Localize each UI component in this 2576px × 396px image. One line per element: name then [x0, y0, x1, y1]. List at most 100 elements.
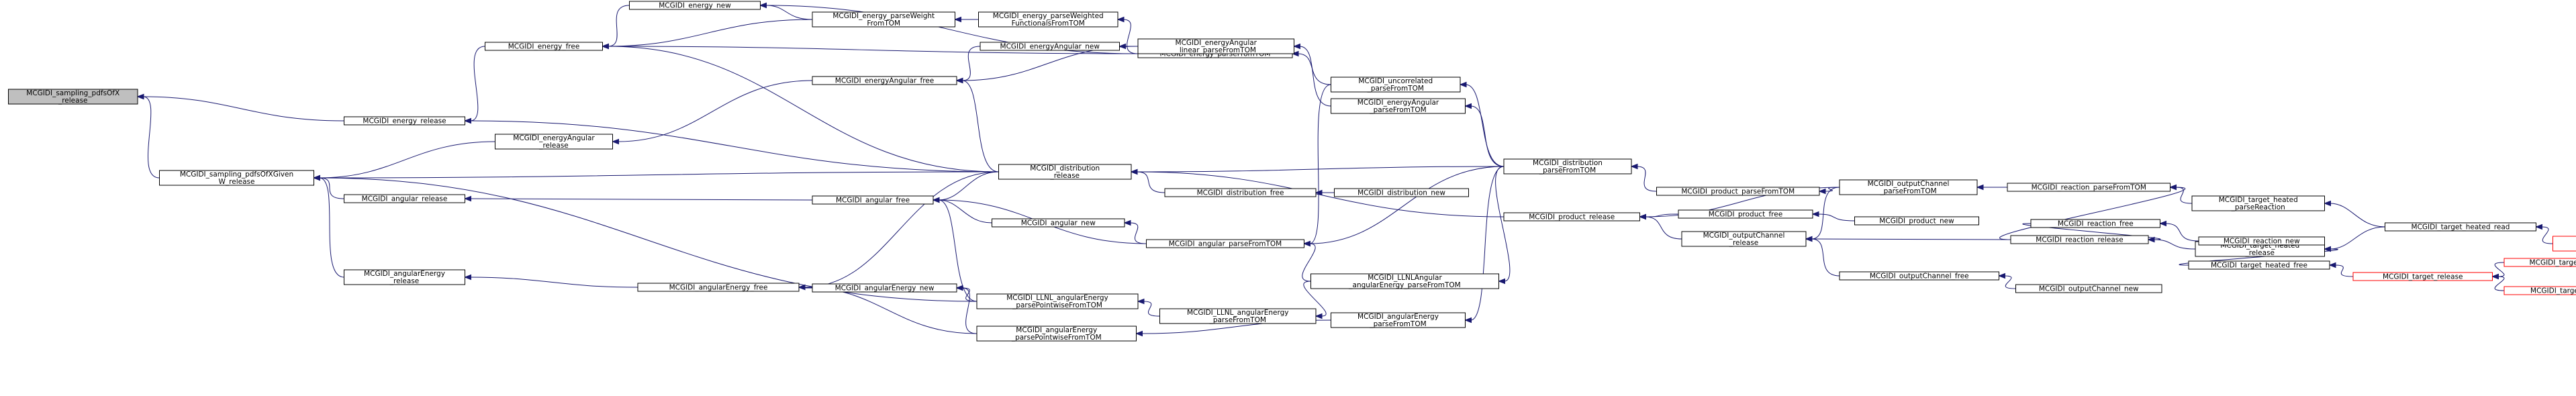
graph-node[interactable]: MCGIDI_angularEnergy_free [637, 283, 800, 292]
node-box[interactable] [2007, 183, 2170, 192]
graph-node[interactable]: MCGIDI_reaction_free [2030, 219, 2160, 228]
node-box[interactable] [978, 11, 1118, 28]
graph-node[interactable]: MCGIDI_energy_free [485, 42, 603, 51]
graph-node[interactable]: MCGIDI_energyAngular_release [495, 134, 613, 150]
node-box[interactable] [1503, 158, 1632, 175]
graph-node[interactable]: MCGIDI_reaction_parseFromTOM [2007, 183, 2170, 192]
call-edge [142, 96, 160, 179]
node-box[interactable] [2191, 195, 2325, 211]
node-box[interactable] [344, 194, 465, 203]
node-box[interactable] [1503, 212, 1640, 221]
graph-node[interactable]: MCGIDI_product_release [1503, 212, 1640, 221]
graph-node[interactable]: MCGIDI_target_heated_read [2385, 222, 2536, 232]
graph-node[interactable]: MCGIDI_energyAngular_free [812, 76, 957, 85]
graph-node[interactable]: MCGIDI_LLNL_angularEnergy_parseFromTOM [1159, 308, 1317, 324]
node-box[interactable] [812, 195, 934, 205]
graph-node[interactable]: MCGIDI_energy_release [344, 116, 465, 126]
node-box[interactable] [1839, 179, 1978, 195]
node-box[interactable] [344, 116, 465, 126]
node-box[interactable] [637, 283, 800, 292]
graph-node[interactable]: MCGIDI_product_free [1678, 209, 1813, 219]
graph-node[interactable]: MCGIDI_angularEnergy_new [812, 283, 957, 293]
node-box[interactable] [2198, 236, 2325, 246]
node-label: MCGIDI_target_free [2530, 287, 2576, 295]
graph-node[interactable]: MCGIDI_angularEnergy_parseFromTOM [1331, 312, 1466, 328]
node-box[interactable] [2503, 286, 2576, 295]
node-box[interactable] [1164, 188, 1317, 197]
node-box[interactable] [812, 11, 955, 28]
node-box[interactable] [2385, 222, 2536, 232]
node-box[interactable] [1678, 209, 1813, 219]
graph-node[interactable]: MCGIDI_energyAngular_parseFromTOM [1331, 98, 1466, 114]
graph-node[interactable]: MCGIDI_angular_free [812, 195, 934, 205]
graph-node[interactable]: MCGIDI_target_heated_newRead [2553, 236, 2576, 252]
node-box[interactable] [1656, 187, 1820, 196]
node-box[interactable] [812, 76, 957, 85]
node-box[interactable] [1310, 273, 1499, 289]
graph-node[interactable]: MCGIDI_outputChannel_release [1681, 231, 1807, 247]
node-box[interactable] [1137, 38, 1294, 54]
node-box[interactable] [2010, 235, 2149, 244]
graph-node[interactable]: MCGIDI_outputChannel_new [2015, 284, 2162, 293]
edge-arrowhead [2328, 262, 2336, 268]
graph-node[interactable]: MCGIDI_distribution_release [998, 164, 1132, 180]
graph-node[interactable]: MCGIDI_angular_release [344, 194, 465, 203]
node-box[interactable] [1334, 188, 1469, 197]
node-box[interactable] [1146, 239, 1304, 248]
node-box[interactable] [998, 164, 1132, 180]
node-box[interactable] [980, 42, 1120, 51]
node-box[interactable] [1839, 271, 1999, 281]
node-box[interactable] [159, 170, 314, 186]
graph-node[interactable]: MCGIDI_angularEnergy_parsePointwiseFromT… [976, 326, 1137, 342]
node-box[interactable] [2030, 219, 2160, 228]
graph-node[interactable]: MCGIDI_LLNL_angularEnergy_parsePointwise… [976, 293, 1139, 309]
graph-node[interactable]: MCGIDI_product_parseFromTOM [1656, 187, 1820, 196]
graph-node[interactable]: MCGIDI_distribution_new [1334, 188, 1469, 197]
graph-node[interactable]: MCGIDI_target_read [2503, 258, 2576, 267]
graph-node[interactable]: MCGIDI_reaction_release [2010, 235, 2149, 244]
graph-node[interactable]: MCGIDI_distribution_free [1164, 188, 1317, 197]
node-box[interactable] [485, 42, 603, 51]
node-box[interactable] [2015, 284, 2162, 293]
node-box[interactable] [2352, 272, 2493, 281]
graph-node[interactable]: MCGIDI_sampling_pdfsOfX_release [8, 89, 138, 105]
graph-node[interactable]: MCGIDI_reaction_new [2198, 236, 2325, 246]
graph-node[interactable]: MCGIDI_angular_new [992, 218, 1125, 228]
node-box[interactable] [992, 218, 1125, 228]
node-box[interactable] [2503, 258, 2576, 267]
node-label: MCGIDI_outputChannel_free [1870, 273, 1969, 281]
node-box[interactable] [1331, 312, 1466, 328]
node-box[interactable] [812, 283, 957, 293]
node-box[interactable] [629, 1, 761, 10]
graph-node[interactable]: MCGIDI_product_new [1854, 216, 1979, 226]
node-box[interactable] [344, 269, 465, 285]
graph-node[interactable]: MCGIDI_target_free [2503, 286, 2576, 295]
node-box[interactable] [8, 89, 138, 105]
graph-node[interactable]: MCGIDI_angularEnergy_release [344, 269, 465, 285]
node-box[interactable] [495, 134, 613, 150]
node-box[interactable] [1854, 216, 1979, 226]
graph-node[interactable]: MCGIDI_target_release [2352, 272, 2493, 281]
node-box[interactable] [976, 326, 1137, 342]
graph-node[interactable]: MCGIDI_target_heated_free [2188, 260, 2330, 270]
node-box[interactable] [2553, 236, 2576, 252]
graph-node[interactable]: MCGIDI_LLNLAngular_angularEnergy_parseFr… [1310, 273, 1499, 289]
node-box[interactable] [1159, 308, 1317, 324]
graph-node[interactable]: MCGIDI_energy_new [629, 1, 761, 10]
node-box[interactable] [2188, 260, 2330, 270]
graph-node[interactable]: MCGIDI_distribution_parseFromTOM [1503, 158, 1632, 175]
node-box[interactable] [1681, 231, 1807, 247]
graph-node[interactable]: MCGIDI_target_heated_parseReaction [2191, 195, 2325, 211]
node-box[interactable] [976, 293, 1139, 309]
graph-node[interactable]: MCGIDI_energyAngular_new [980, 42, 1120, 51]
graph-node[interactable]: MCGIDI_outputChannel_free [1839, 271, 1999, 281]
node-box[interactable] [1331, 77, 1461, 93]
node-box[interactable] [1331, 98, 1466, 114]
graph-node[interactable]: MCGIDI_outputChannel_parseFromTOM [1839, 179, 1978, 195]
graph-node[interactable]: MCGIDI_energy_parseWeightedFunctionalsFr… [978, 11, 1118, 28]
graph-node[interactable]: MCGIDI_energyAngular_linear_parseFromTOM [1137, 38, 1294, 54]
graph-node[interactable]: MCGIDI_angular_parseFromTOM [1146, 239, 1304, 248]
graph-node[interactable]: MCGIDI_uncorrelated_parseFromTOM [1331, 77, 1461, 93]
